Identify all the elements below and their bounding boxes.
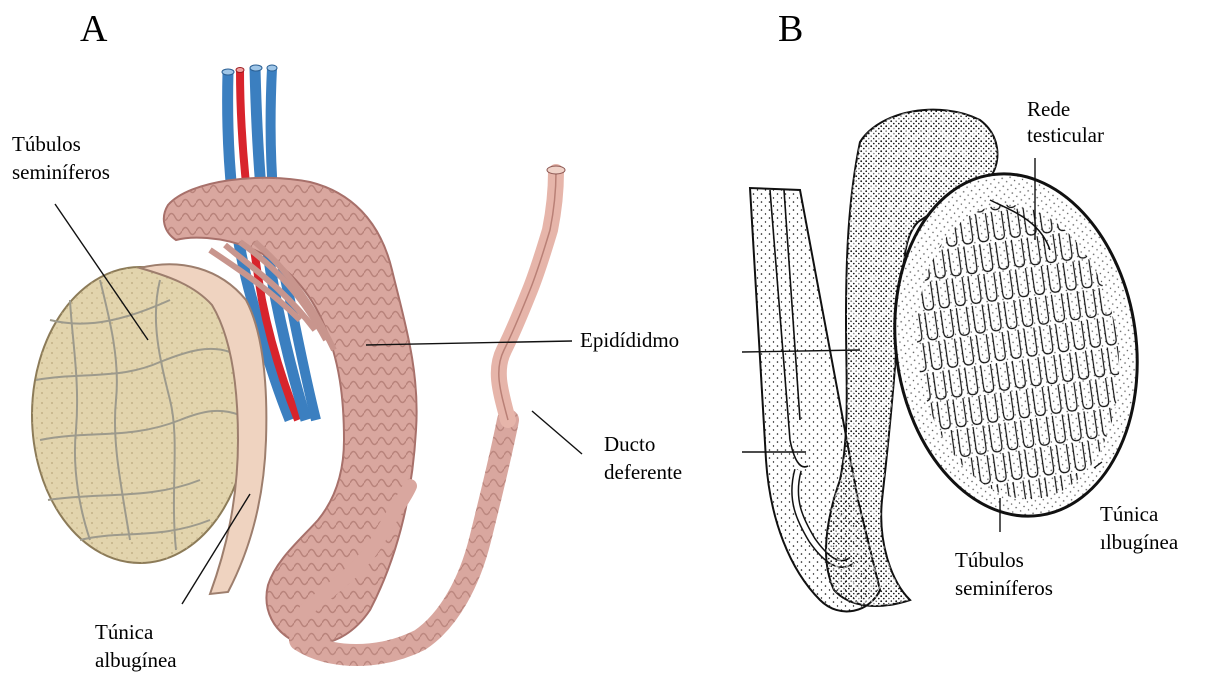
label-a-ducto-deferente: Ducto deferente: [604, 430, 682, 487]
label-a-tubulos-line2: seminíferos: [12, 158, 110, 186]
label-a-ducto-line2: deferente: [604, 458, 682, 486]
label-b-rede-testicular: Rede testicular: [1027, 96, 1104, 149]
panel-a-letter: A: [80, 10, 107, 48]
label-a-tunica-line1: Túnica: [95, 618, 177, 646]
label-b-tubulos-seminiferos: Túbulos seminíferos: [955, 546, 1053, 603]
label-b-tunica-line2: ılbugínea: [1100, 528, 1178, 556]
panel-b-letter: B: [778, 10, 803, 48]
label-a-epididimo: Epidídidmo: [580, 326, 679, 354]
label-a-tubulos-seminiferos: Túbulos seminíferos: [12, 130, 110, 187]
label-b-tunica-albuginea: Túnica ılbugínea: [1100, 500, 1178, 557]
label-a-ducto-line1: Ducto: [604, 430, 682, 458]
label-b-rede-line2: testicular: [1027, 122, 1104, 148]
label-b-tubulos-line1: Túbulos: [955, 546, 1053, 574]
label-a-tubulos-line1: Túbulos: [12, 130, 110, 158]
label-a-tunica-line2: albugínea: [95, 646, 177, 674]
label-b-tubulos-line2: seminíferos: [955, 574, 1053, 602]
label-a-tunica-albuginea: Túnica albugínea: [95, 618, 177, 675]
label-b-rede-line1: Rede: [1027, 96, 1104, 122]
label-b-tunica-line1: Túnica: [1100, 500, 1178, 528]
